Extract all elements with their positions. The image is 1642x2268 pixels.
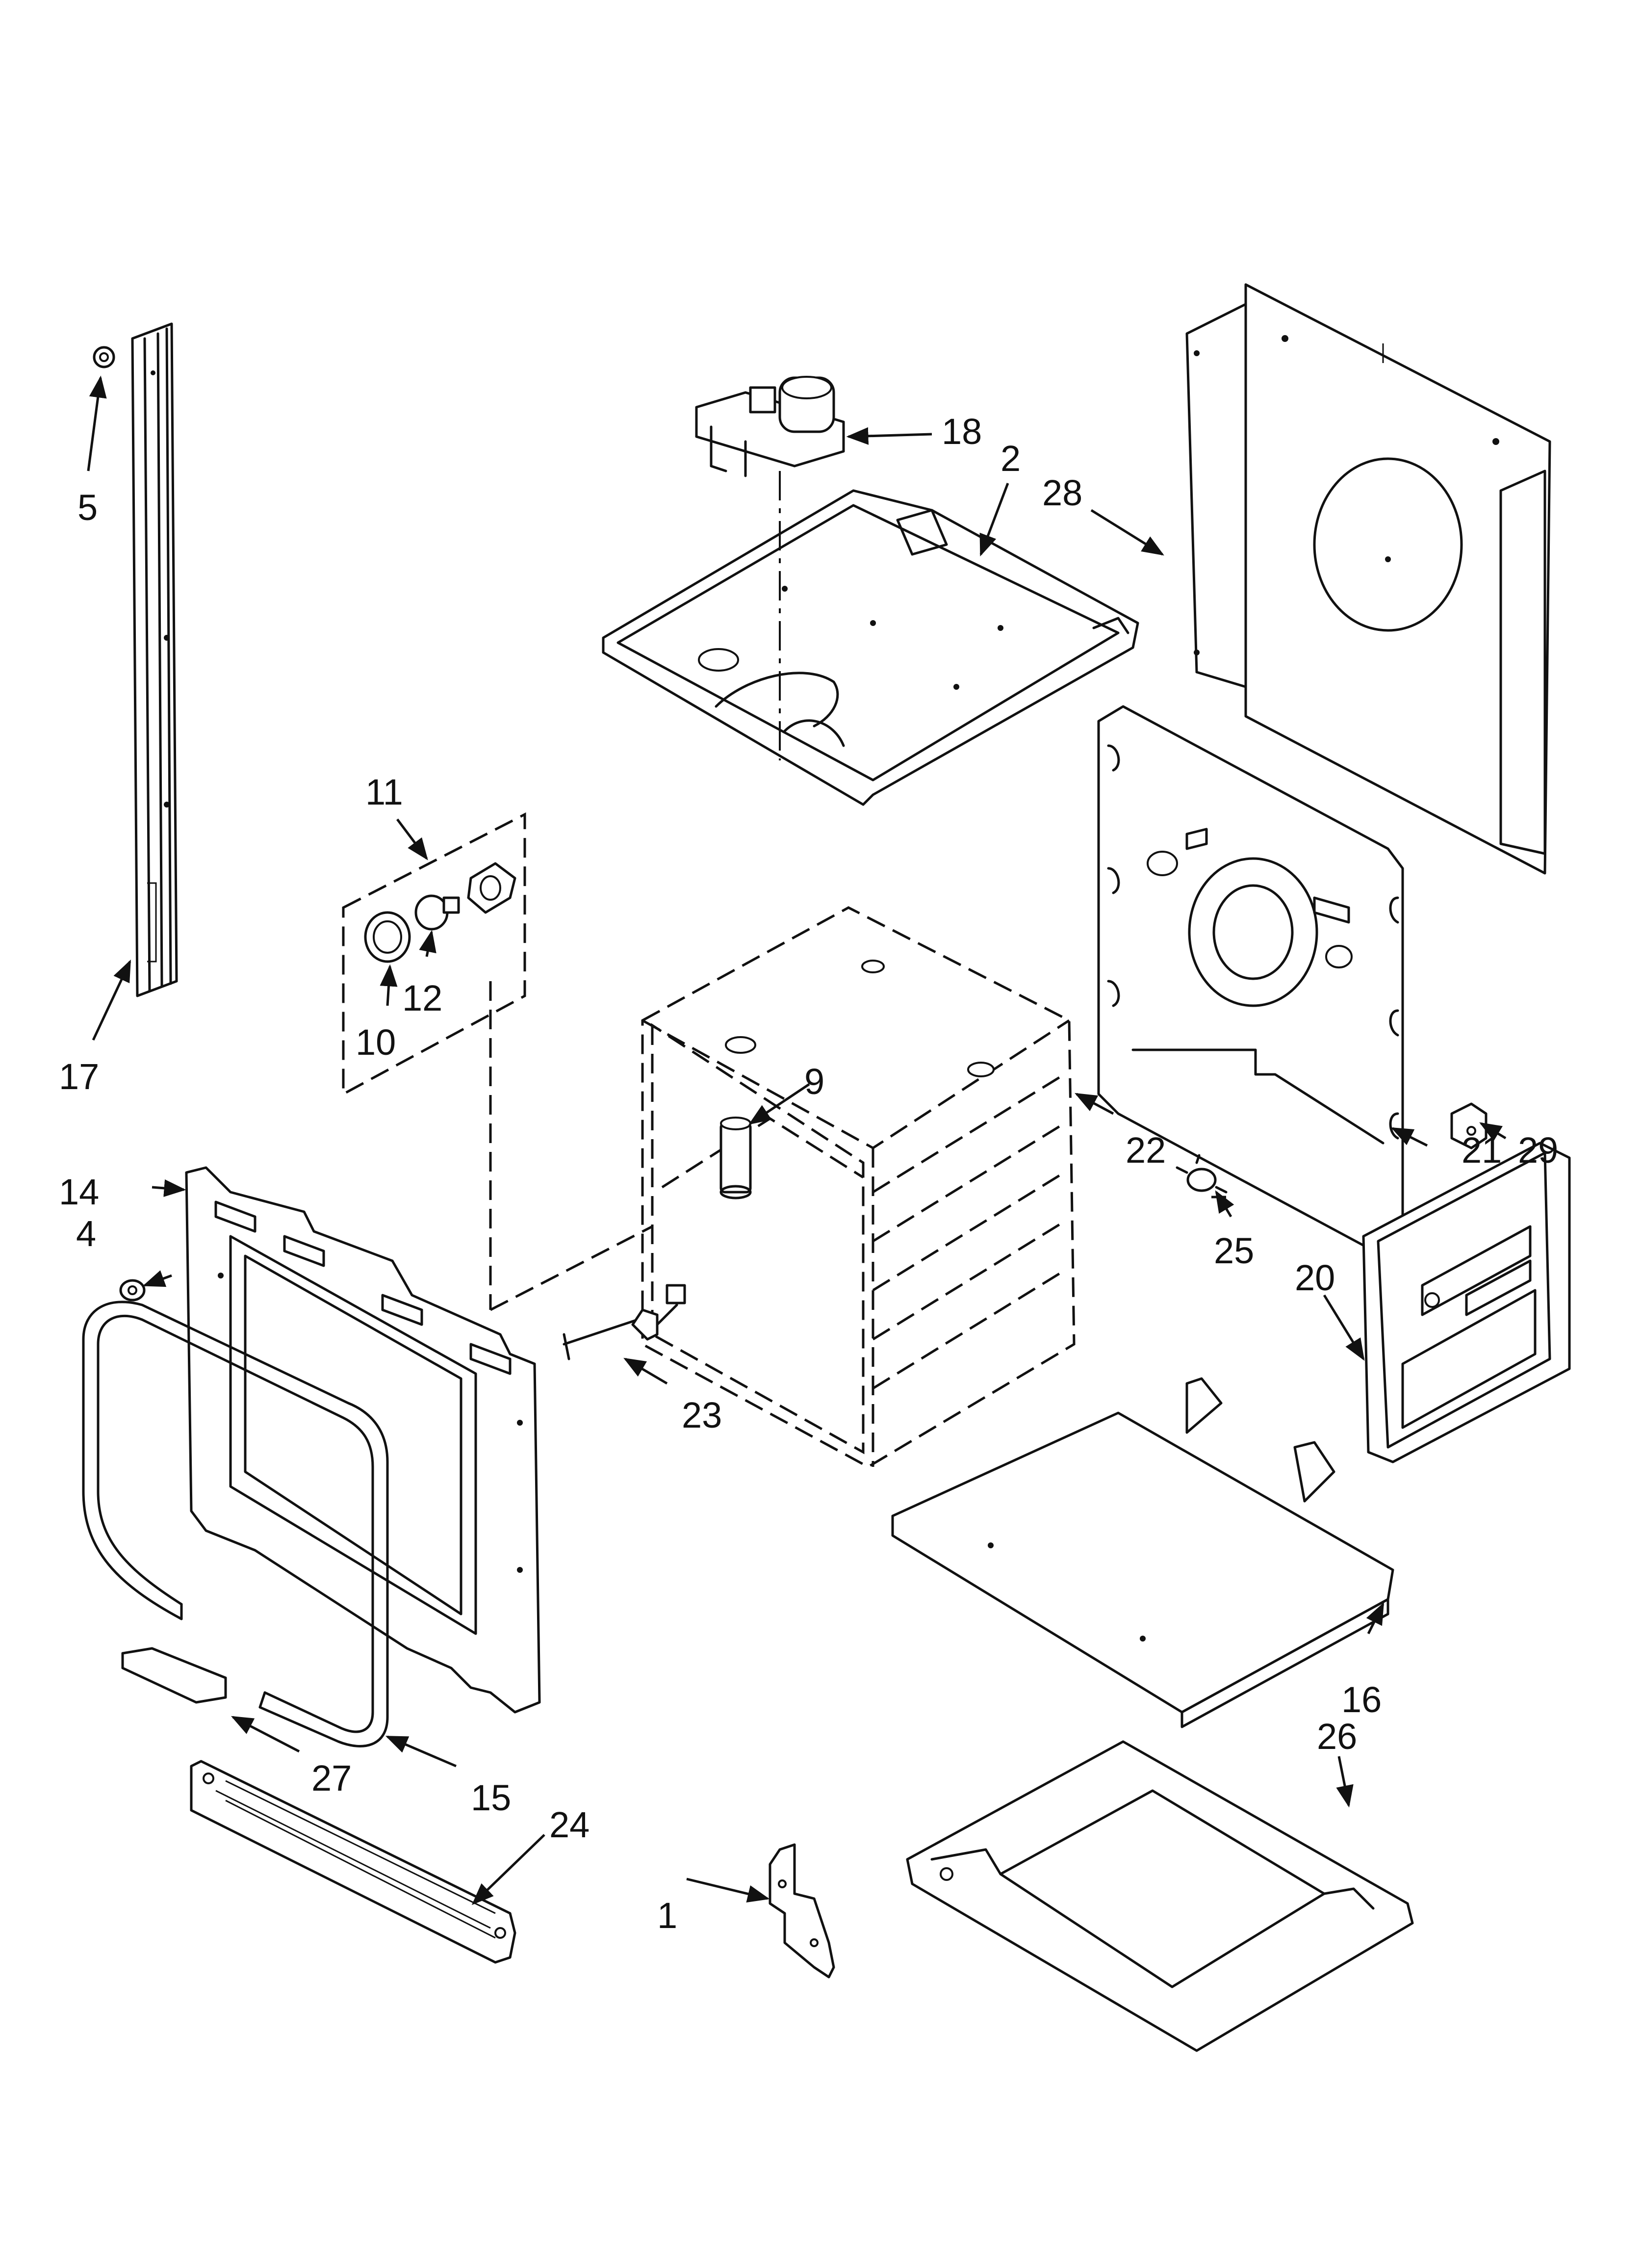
callout-17: 17 [59, 1056, 99, 1097]
callout-28: 28 [1042, 472, 1082, 513]
part-15-door-gasket [82, 1301, 389, 1747]
callout-23: 23 [682, 1395, 722, 1435]
part-1-bracket [769, 1843, 835, 1979]
part-2-top-panel [602, 489, 1139, 806]
callout-5: 5 [77, 487, 98, 528]
callout-21: 21 [1462, 1130, 1502, 1171]
callout-26: 26 [1317, 1716, 1357, 1757]
callout-12: 12 [402, 978, 442, 1018]
part-20-side-panel [1362, 1142, 1571, 1463]
callout-25: 25 [1214, 1230, 1254, 1271]
part-22-oven-cavity [641, 906, 1076, 1468]
callout-labels: 1 2 4 5 9 10 11 12 14 15 16 17 18 20 21 … [59, 411, 1558, 1936]
callout-14: 14 [59, 1172, 99, 1212]
callout-9: 9 [804, 1061, 824, 1102]
part-18-latch-assembly [695, 376, 845, 477]
part-11-socket [467, 862, 516, 914]
part-11-light-assembly [342, 812, 526, 1096]
callout-22: 22 [1126, 1130, 1166, 1171]
part-23-sensor-probe [563, 1284, 686, 1360]
part-25-sensor-clip [1176, 1154, 1228, 1194]
part-26-bottom-tray [906, 1740, 1414, 2052]
part-10-lens-housing [364, 911, 411, 963]
part-24-vent-grille [190, 1760, 516, 1964]
callout-27: 27 [311, 1758, 352, 1799]
callout-15: 15 [471, 1777, 511, 1818]
leader-lines [87, 375, 1507, 1905]
part-28-rear-panel [1185, 283, 1551, 875]
alignment-line-cavity [489, 1225, 653, 1311]
part-21-rear-liner [1097, 705, 1404, 1257]
part-14-front-frame [185, 1166, 541, 1714]
part-9-tube [719, 1117, 752, 1199]
part-4-screw [119, 1279, 146, 1302]
part-17-side-trim [131, 322, 178, 997]
part-16-floor-panel [891, 1377, 1394, 1728]
callout-2: 2 [1001, 438, 1021, 479]
callout-4: 4 [76, 1213, 96, 1254]
callout-10: 10 [356, 1022, 396, 1063]
callout-24: 24 [549, 1804, 590, 1845]
callout-18: 18 [942, 411, 982, 452]
part-12-bulb [414, 894, 460, 931]
callout-29: 29 [1518, 1130, 1558, 1171]
callout-11: 11 [365, 772, 403, 812]
part-27-clip [121, 1647, 227, 1704]
callout-20: 20 [1295, 1257, 1335, 1298]
callout-16: 16 [1341, 1679, 1382, 1720]
callout-1: 1 [657, 1895, 677, 1936]
part-5-screw [93, 346, 115, 368]
